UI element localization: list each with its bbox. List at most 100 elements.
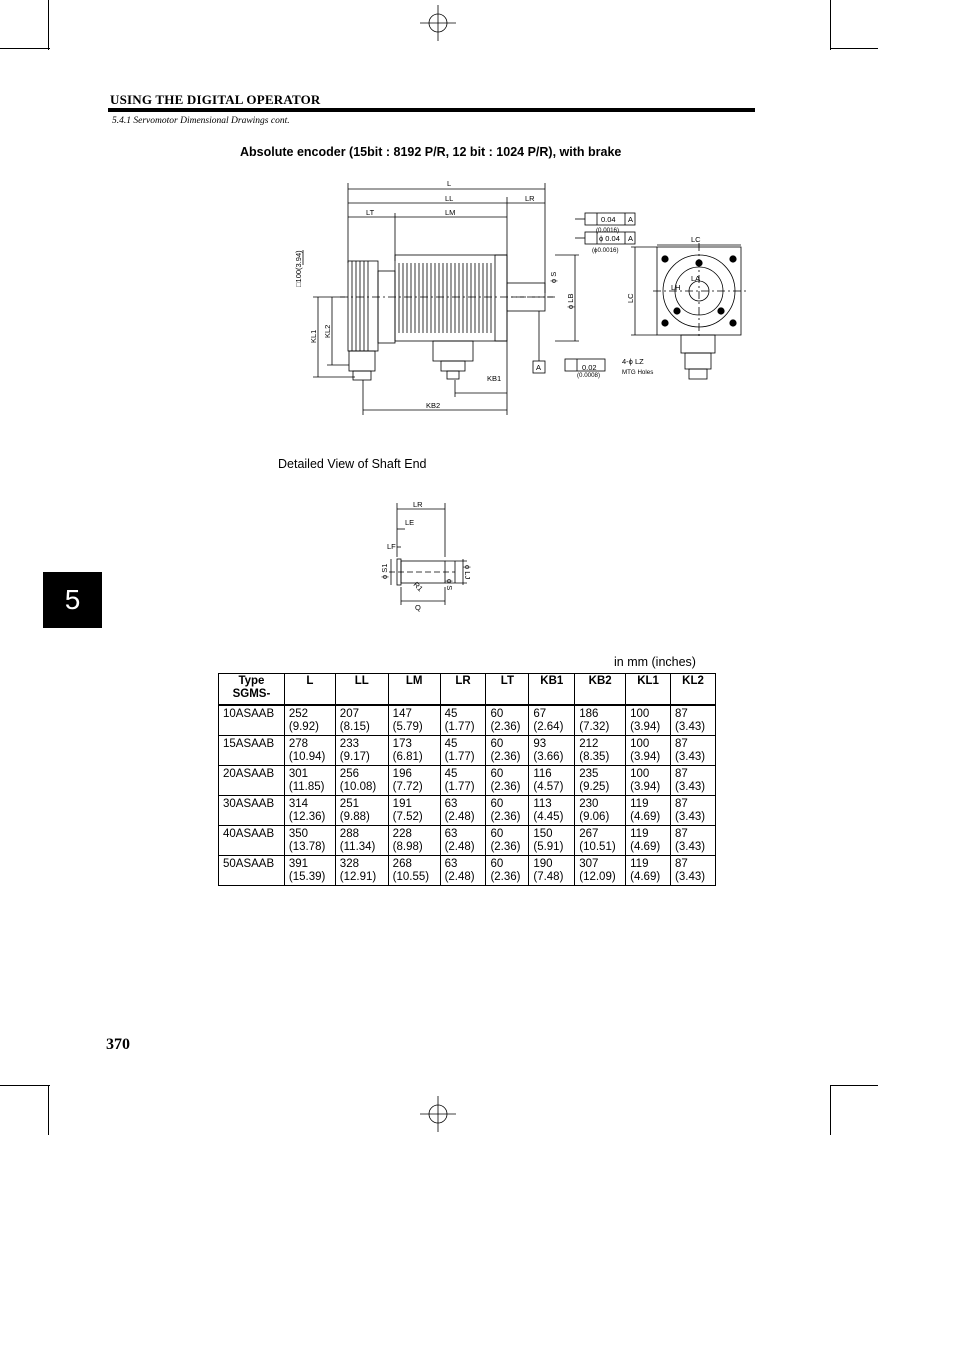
cell-ll: 256(10.08) xyxy=(334,765,389,796)
cell-lm: 173(6.81) xyxy=(387,735,441,766)
value-mm: 233 xyxy=(339,738,359,750)
value-inches: (9.92) xyxy=(288,721,319,733)
cell-kl1: 100(3.94) xyxy=(625,735,672,766)
value-inches: (8.15) xyxy=(339,721,370,733)
value-inches: (3.94) xyxy=(630,781,661,793)
cell-lm: 228(8.98) xyxy=(387,825,441,856)
value-inches: (4.45) xyxy=(533,811,564,823)
holes-label: 4-ϕ LZ xyxy=(622,357,644,366)
column-header: LR xyxy=(439,673,487,706)
dim-LH: LH xyxy=(671,283,681,292)
value-inches: (11.85) xyxy=(288,781,325,793)
cell-lr: 45(1.77) xyxy=(439,765,487,796)
value-inches: (6.81) xyxy=(392,751,423,763)
cell-l: 278(10.94) xyxy=(283,735,336,766)
value-mm: 60 xyxy=(490,708,504,720)
cell-ll: 288(11.34) xyxy=(334,825,389,856)
cell-lm: 147(5.79) xyxy=(387,704,441,736)
servomotor-drawing: L LL LR LT LM LC KB1 KB2 0.04 A ϕ 0.04 A… xyxy=(294,179,747,415)
value-inches: (3.43) xyxy=(675,841,706,853)
value-inches: (12.09) xyxy=(579,871,616,883)
crop-mark xyxy=(0,48,50,49)
cell-kl1: 119(4.69) xyxy=(625,825,672,856)
crop-mark xyxy=(830,0,831,50)
value-inches: (4.69) xyxy=(630,811,661,823)
value-inches: (10.94) xyxy=(288,751,326,763)
value-inches: (10.51) xyxy=(579,841,616,853)
value-inches: (10.08) xyxy=(339,781,377,793)
cell-lt: 60(2.36) xyxy=(485,735,530,766)
concentricity-inch: (ϕ0.0016) xyxy=(592,247,619,254)
value-mm: 116 xyxy=(533,768,552,780)
value-mm: 67 xyxy=(533,708,547,720)
value-inches: (3.43) xyxy=(675,721,706,733)
cell-kl1: 119(4.69) xyxy=(625,795,672,826)
section-title: USING THE DIGITAL OPERATOR xyxy=(110,92,321,107)
column-header: KL1 xyxy=(625,673,672,706)
value-mm: 87 xyxy=(675,858,688,870)
value-mm: 113 xyxy=(533,798,552,810)
value-mm: 45 xyxy=(444,708,458,720)
value-mm: 190 xyxy=(533,858,553,870)
value-mm: 63 xyxy=(444,828,458,840)
cell-lr: 45(1.77) xyxy=(439,735,487,766)
cell-l: 391(15.39) xyxy=(283,855,336,886)
cell-l: 301(11.85) xyxy=(283,765,336,796)
cell-type: 30ASAAB xyxy=(218,795,285,826)
runout-inch: (0.0008) xyxy=(577,372,600,379)
shaft-end-drawing: LR LE LF Q R1 ϕ S1 ϕ S ϕ LJ xyxy=(380,500,472,612)
cell-kl2: 87(3.43) xyxy=(670,825,716,856)
value-inches: (3.94) xyxy=(630,751,661,763)
value-inches: (3.43) xyxy=(675,871,706,883)
cell-lt: 60(2.36) xyxy=(485,795,530,826)
value-inches: (4.57) xyxy=(533,781,564,793)
value-mm: 63 xyxy=(444,798,458,810)
value-mm: 314 xyxy=(288,798,309,810)
value-mm: 207 xyxy=(339,708,359,720)
value-inches: (9.25) xyxy=(579,781,610,793)
cell-type: 10ASAAB xyxy=(218,704,285,736)
detail-view-label: Detailed View of Shaft End xyxy=(278,457,427,471)
value-mm: 100 xyxy=(630,738,650,750)
dim-flange: □100(3.94) xyxy=(294,250,303,287)
value-mm: 186 xyxy=(579,708,599,720)
value-inches: (2.36) xyxy=(490,721,521,733)
value-mm: 87 xyxy=(675,798,688,810)
dim-LA: LA xyxy=(691,274,700,283)
value-mm: 147 xyxy=(392,708,412,720)
value-inches: (2.64) xyxy=(533,721,564,733)
value-inches: (7.52) xyxy=(392,811,423,823)
value-inches: (3.66) xyxy=(533,751,564,763)
cell-kl1: 100(3.94) xyxy=(625,765,672,796)
column-header: L xyxy=(283,673,336,706)
chapter-tab: 5 xyxy=(43,572,102,628)
crop-mark xyxy=(830,1085,831,1135)
datum-label: A xyxy=(628,215,633,224)
value-mm: 191 xyxy=(392,798,412,810)
column-header: KB1 xyxy=(528,673,576,706)
dim-KL1: KL1 xyxy=(309,330,318,343)
datum-label: A xyxy=(536,363,541,372)
value-inches: (9.06) xyxy=(579,811,610,823)
value-mm: 196 xyxy=(392,768,412,780)
value-mm: 45 xyxy=(444,738,458,750)
dimension-table: Type SGMS- L LL LM LR LT KB1 KB2 KL1 KL2… xyxy=(218,673,716,886)
perpendicularity-inch: (0.0016) xyxy=(596,227,619,234)
value-inches: (1.77) xyxy=(444,751,475,763)
dim-KB1: KB1 xyxy=(487,374,501,383)
dim-S: ϕ S xyxy=(549,272,558,283)
value-mm: 87 xyxy=(675,738,688,750)
value-inches: (1.77) xyxy=(444,721,475,733)
value-mm: 173 xyxy=(392,738,412,750)
cell-type: 50ASAAB xyxy=(218,855,285,886)
cell-lm: 196(7.72) xyxy=(387,765,441,796)
value-mm: 212 xyxy=(579,738,599,750)
dim-LC-vertical: LC xyxy=(626,293,635,303)
value-mm: 230 xyxy=(579,798,599,810)
cell-lt: 60(2.36) xyxy=(485,765,530,796)
value-inches: (3.43) xyxy=(675,811,706,823)
value-inches: (2.36) xyxy=(490,871,521,883)
